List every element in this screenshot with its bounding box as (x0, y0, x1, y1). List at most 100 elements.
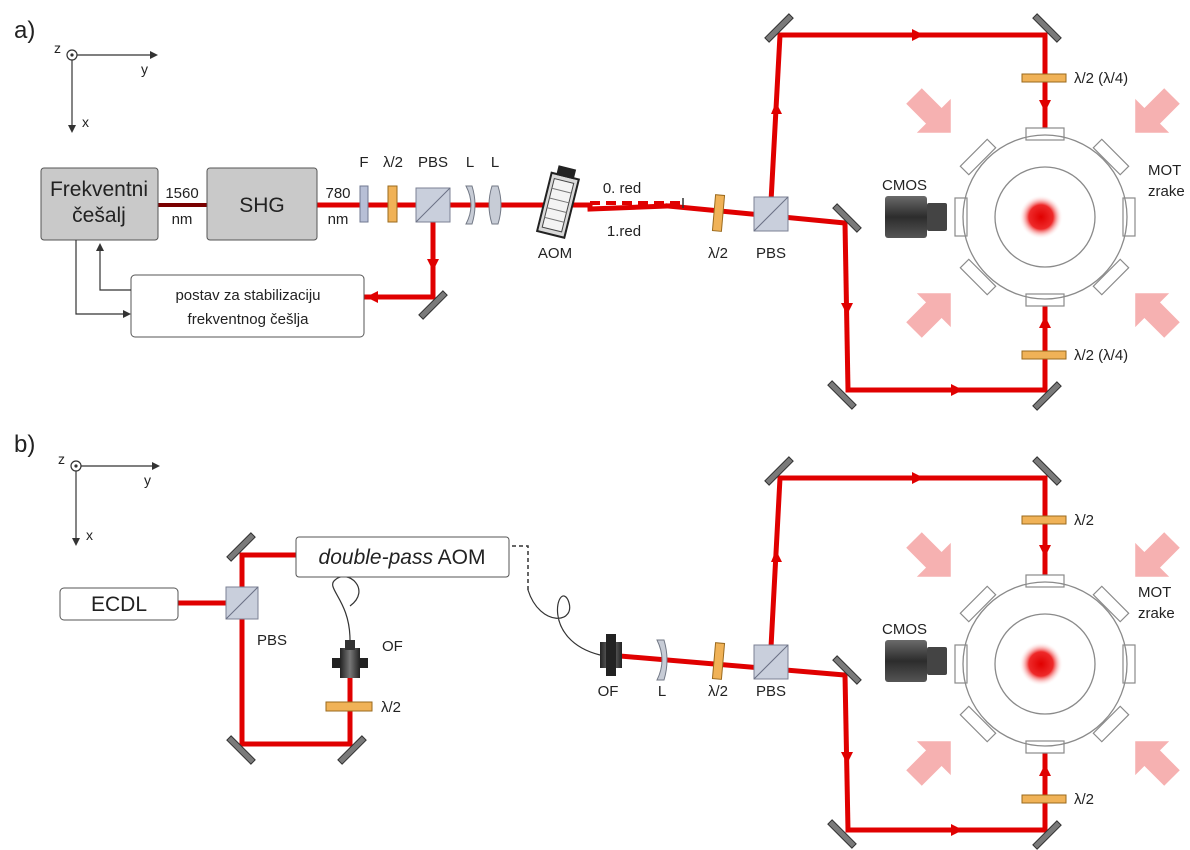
panel-b-label: b) (14, 431, 35, 458)
lens-a2 (488, 185, 502, 225)
axis-y-label: y (141, 61, 148, 77)
waveplate-b-bottom (1021, 794, 1067, 804)
halfwave-label-b-left: λ/2 (381, 699, 401, 716)
mot-beams-label-a-2: zrake (1148, 183, 1185, 200)
of-label-right: OF (598, 683, 619, 700)
beam-main-b (605, 652, 848, 678)
mirror-b-split (832, 655, 862, 685)
pbs-label-a1: PBS (418, 154, 448, 171)
filter-label: F (359, 154, 368, 171)
waveplate-b-top (1021, 515, 1067, 525)
lens-a1 (465, 185, 476, 225)
pbs-label-b1: PBS (257, 632, 287, 649)
axis-y-label-b: y (144, 472, 151, 488)
wavelength-780-unit: nm (328, 211, 349, 228)
mot-beams-label-b-2: zrake (1138, 605, 1175, 622)
halfwave-plate-b-mid (711, 642, 726, 680)
beam-up-a (767, 32, 783, 223)
stabilization-box (130, 274, 365, 338)
mot-beam-a-ne (1135, 88, 1180, 133)
cmos-camera-b (885, 640, 947, 682)
beam-up-b (767, 475, 783, 669)
ecdl-label: ECDL (91, 593, 147, 616)
waveplate-a-top-label: λ/2 (λ/4) (1074, 70, 1128, 87)
vacuum-chamber-b (954, 574, 1136, 754)
axis-x-label: x (82, 114, 89, 130)
frequency-comb-label-2: češalj (72, 204, 126, 227)
axis-z-label-b: z (58, 451, 65, 467)
aom-device (535, 165, 581, 239)
aom-label: AOM (538, 245, 572, 262)
frequency-comb-label-1: Frekventni (50, 178, 148, 201)
mot-beam-a-sw (906, 293, 951, 338)
axes-a: z y x (54, 40, 158, 133)
cmos-label-a: CMOS (882, 177, 927, 194)
mirror-a-bottom-left (827, 380, 857, 410)
halfwave-label-b-mid: λ/2 (708, 683, 728, 700)
double-pass-rest: AOM (433, 546, 486, 569)
atom-cloud-b (1019, 642, 1063, 686)
lens-label-a1: L (466, 154, 474, 171)
waveplate-b-top-label: λ/2 (1074, 512, 1094, 529)
feedback-line-1 (99, 251, 131, 291)
double-pass-aom-label: double-pass AOM (319, 546, 486, 569)
shg-box (206, 167, 318, 241)
wavelength-1560-label: 1560 (165, 185, 198, 202)
mirror-b-left-top (226, 532, 256, 562)
halfwave-plate-a2 (711, 194, 726, 232)
cmos-label-b: CMOS (882, 621, 927, 638)
halfwave-label-a2: λ/2 (708, 245, 728, 262)
lens-label-b: L (658, 683, 666, 700)
waveplate-a-bottom-label: λ/2 (λ/4) (1074, 347, 1128, 364)
mot-beam-b-ne (1135, 532, 1180, 577)
mirror-b-bottom-left (827, 819, 857, 849)
wavelength-780-label: 780 (325, 185, 350, 202)
zero-order-label: 0. red (603, 180, 641, 197)
mirror-a-top-left (764, 13, 794, 43)
fiber-coupler-right (600, 634, 622, 676)
lens-label-a2: L (491, 154, 499, 171)
frequency-comb-box (40, 167, 159, 241)
axis-x-label-b: x (86, 527, 93, 543)
ecdl-box (59, 587, 179, 621)
halfwave-label-a1: λ/2 (383, 154, 403, 171)
lens-b (656, 639, 668, 681)
mot-beam-b-se (1135, 741, 1180, 786)
cmos-camera-a (885, 196, 947, 238)
waveplate-b-bottom-label: λ/2 (1074, 791, 1094, 808)
mirror-b-right-bottom (337, 735, 367, 765)
mot-beams-label-b-1: MOT (1138, 584, 1171, 601)
feedback-line-2 (75, 240, 125, 315)
mirror-a-top-right (1032, 13, 1062, 43)
fiber-coil-right (527, 589, 601, 656)
mot-beam-b-sw (906, 741, 951, 786)
mot-beam-a-nw (906, 88, 951, 133)
mot-beams-label-a-1: MOT (1148, 162, 1181, 179)
wavelength-1560-unit: nm (172, 211, 193, 228)
axis-z-label: z (54, 40, 61, 56)
mot-beam-a-se (1135, 293, 1180, 338)
double-pass-aom-box (295, 536, 510, 578)
halfwave-plate-b-left (325, 701, 373, 712)
mirror-b-bottom-right (1032, 820, 1062, 850)
mirror-b-top-left (764, 456, 794, 486)
mirror-b-top-right (1032, 456, 1062, 486)
halfwave-plate-a1 (387, 185, 398, 223)
waveplate-a-top (1021, 73, 1067, 83)
panel-a: a) z y x (14, 13, 1185, 411)
pbs-label-a2: PBS (756, 245, 786, 262)
mot-beam-b-nw (906, 532, 951, 577)
shg-label: SHG (239, 194, 285, 217)
vacuum-chamber-a (954, 127, 1136, 307)
atom-cloud-a (1019, 195, 1063, 239)
of-label-left: OF (382, 638, 403, 655)
stabilization-label-1: postav za stabilizaciju (175, 287, 320, 304)
mirror-b-left-bottom (226, 735, 256, 765)
mirror-a-bottom-right (1032, 381, 1062, 411)
filter-element (359, 185, 369, 223)
panel-a-label: a) (14, 17, 35, 44)
fiber-coil-left (332, 576, 360, 641)
fiber-coupler-left (332, 640, 368, 678)
double-pass-italic: double-pass (319, 546, 434, 569)
stabilization-label-2: frekventnog češlja (188, 311, 310, 328)
